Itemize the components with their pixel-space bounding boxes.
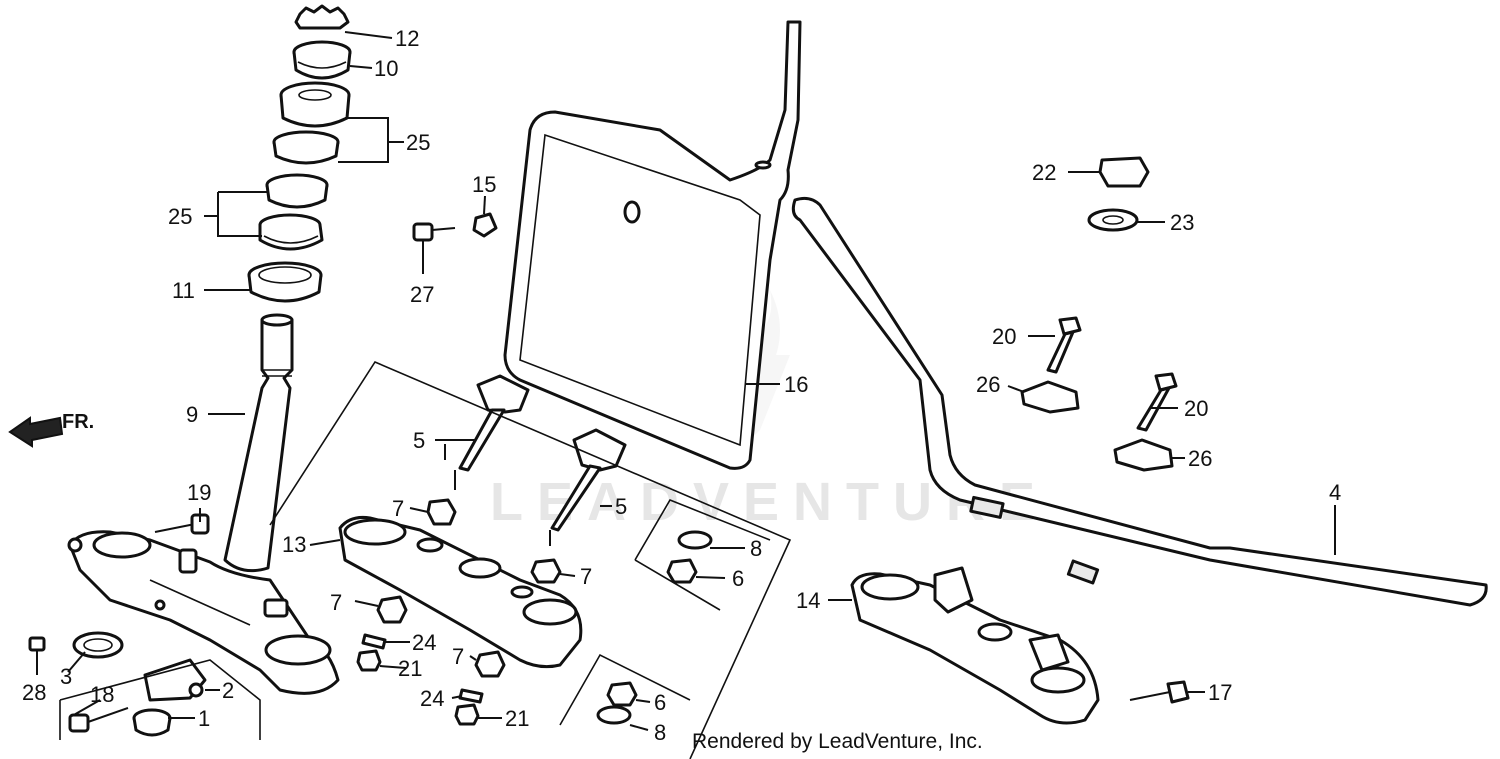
upper-race — [272, 130, 340, 165]
washer-8-b — [596, 705, 632, 725]
callout-8-a: 8 — [750, 536, 762, 561]
holder-26-right — [1113, 438, 1174, 472]
washer-8-a — [677, 530, 713, 550]
callout-11: 11 — [172, 278, 195, 303]
lower-bearing — [258, 213, 324, 251]
stud-24-b — [458, 688, 484, 704]
callout-17: 17 — [1208, 680, 1232, 705]
grommet — [132, 708, 172, 737]
callout-7-c: 7 — [330, 590, 342, 615]
callout-7-a: 7 — [392, 496, 404, 521]
bolt-20-left — [1046, 316, 1082, 374]
callout-15: 15 — [472, 172, 496, 197]
callout-20-left: 20 — [992, 324, 1016, 349]
nut-22 — [1098, 156, 1150, 188]
hose-clamp — [72, 631, 124, 659]
nut-6-b — [606, 681, 638, 707]
steering-stem — [223, 313, 294, 573]
bolt-17 — [1129, 680, 1190, 704]
washer-23 — [1087, 208, 1139, 232]
top-bridge — [338, 516, 583, 669]
holder-5-left — [454, 374, 530, 490]
lower-race — [265, 173, 329, 209]
nut-21-b — [454, 703, 480, 726]
callout-1: 1 — [198, 706, 210, 731]
callout-19: 19 — [187, 480, 211, 505]
callout-24-a: 24 — [412, 630, 436, 655]
bolt-20-right — [1136, 372, 1178, 432]
dust-seal — [247, 261, 323, 303]
callout-18: 18 — [90, 682, 114, 707]
adjusting-nut — [292, 40, 352, 80]
nut-7-b — [530, 558, 562, 584]
callout-8-b: 8 — [654, 720, 666, 745]
callout-2: 2 — [222, 678, 234, 703]
bolt-27 — [412, 222, 456, 242]
callout-10: 10 — [374, 56, 398, 81]
group-bracket-left — [59, 659, 261, 740]
callout-24-b: 24 — [420, 686, 444, 711]
callout-9: 9 — [186, 402, 198, 427]
callout-12: 12 — [395, 26, 419, 51]
callout-20-right: 20 — [1184, 396, 1208, 421]
callout-6-b: 6 — [654, 690, 666, 715]
callout-5-upper: 5 — [413, 428, 425, 453]
nut-7-c — [376, 595, 408, 624]
callout-numbers: 12 10 25 25 11 9 19 13 3 28 18 2 1 15 27… — [22, 26, 1341, 745]
callout-3: 3 — [60, 664, 72, 689]
nut-7-a — [426, 498, 457, 526]
nut-7-d — [474, 650, 506, 678]
nut-21-a — [356, 649, 382, 672]
group-bracket-center — [269, 360, 792, 759]
credit-text: Rendered by LeadVenture, Inc. — [692, 730, 983, 753]
cable-guide — [143, 658, 207, 702]
callout-22: 22 — [1032, 160, 1056, 185]
holder-5-right — [549, 428, 627, 546]
collar-15 — [472, 212, 498, 238]
upper-bridge — [850, 566, 1100, 725]
bottom-bridge — [67, 530, 340, 695]
callout-7-d: 7 — [452, 644, 464, 669]
holder-26-left — [1020, 380, 1080, 414]
callout-21-b: 21 — [505, 706, 529, 731]
nut-6-a — [666, 558, 698, 584]
stud-24-a — [361, 633, 387, 650]
callout-26-right: 26 — [1188, 446, 1212, 471]
callout-7-b: 7 — [580, 564, 592, 589]
callout-27: 27 — [410, 282, 434, 307]
callout-16: 16 — [784, 372, 808, 397]
callout-14: 14 — [796, 588, 820, 613]
leader-lines — [67, 31, 1336, 731]
front-direction-label: FR. — [62, 411, 94, 433]
callout-25-lower: 25 — [168, 204, 192, 229]
callout-25-upper: 25 — [406, 130, 430, 155]
callout-6-a: 6 — [732, 566, 744, 591]
callout-28: 28 — [22, 680, 46, 705]
callout-13: 13 — [282, 532, 306, 557]
upper-bearing — [279, 81, 351, 128]
front-direction-arrow: FR. — [8, 411, 94, 448]
handlebar — [791, 196, 1488, 607]
callout-23: 23 — [1170, 210, 1194, 235]
lock-nut — [294, 4, 350, 30]
callout-26-left: 26 — [976, 372, 1000, 397]
callout-4: 4 — [1329, 480, 1341, 505]
callout-5-lower: 5 — [615, 494, 627, 519]
bolt-18 — [68, 707, 129, 733]
group-bracket-lower — [559, 653, 691, 726]
group-bracket-washer — [634, 499, 771, 611]
number-plate — [503, 20, 802, 470]
callout-21-a: 21 — [398, 656, 422, 681]
bolt-28 — [28, 636, 46, 675]
